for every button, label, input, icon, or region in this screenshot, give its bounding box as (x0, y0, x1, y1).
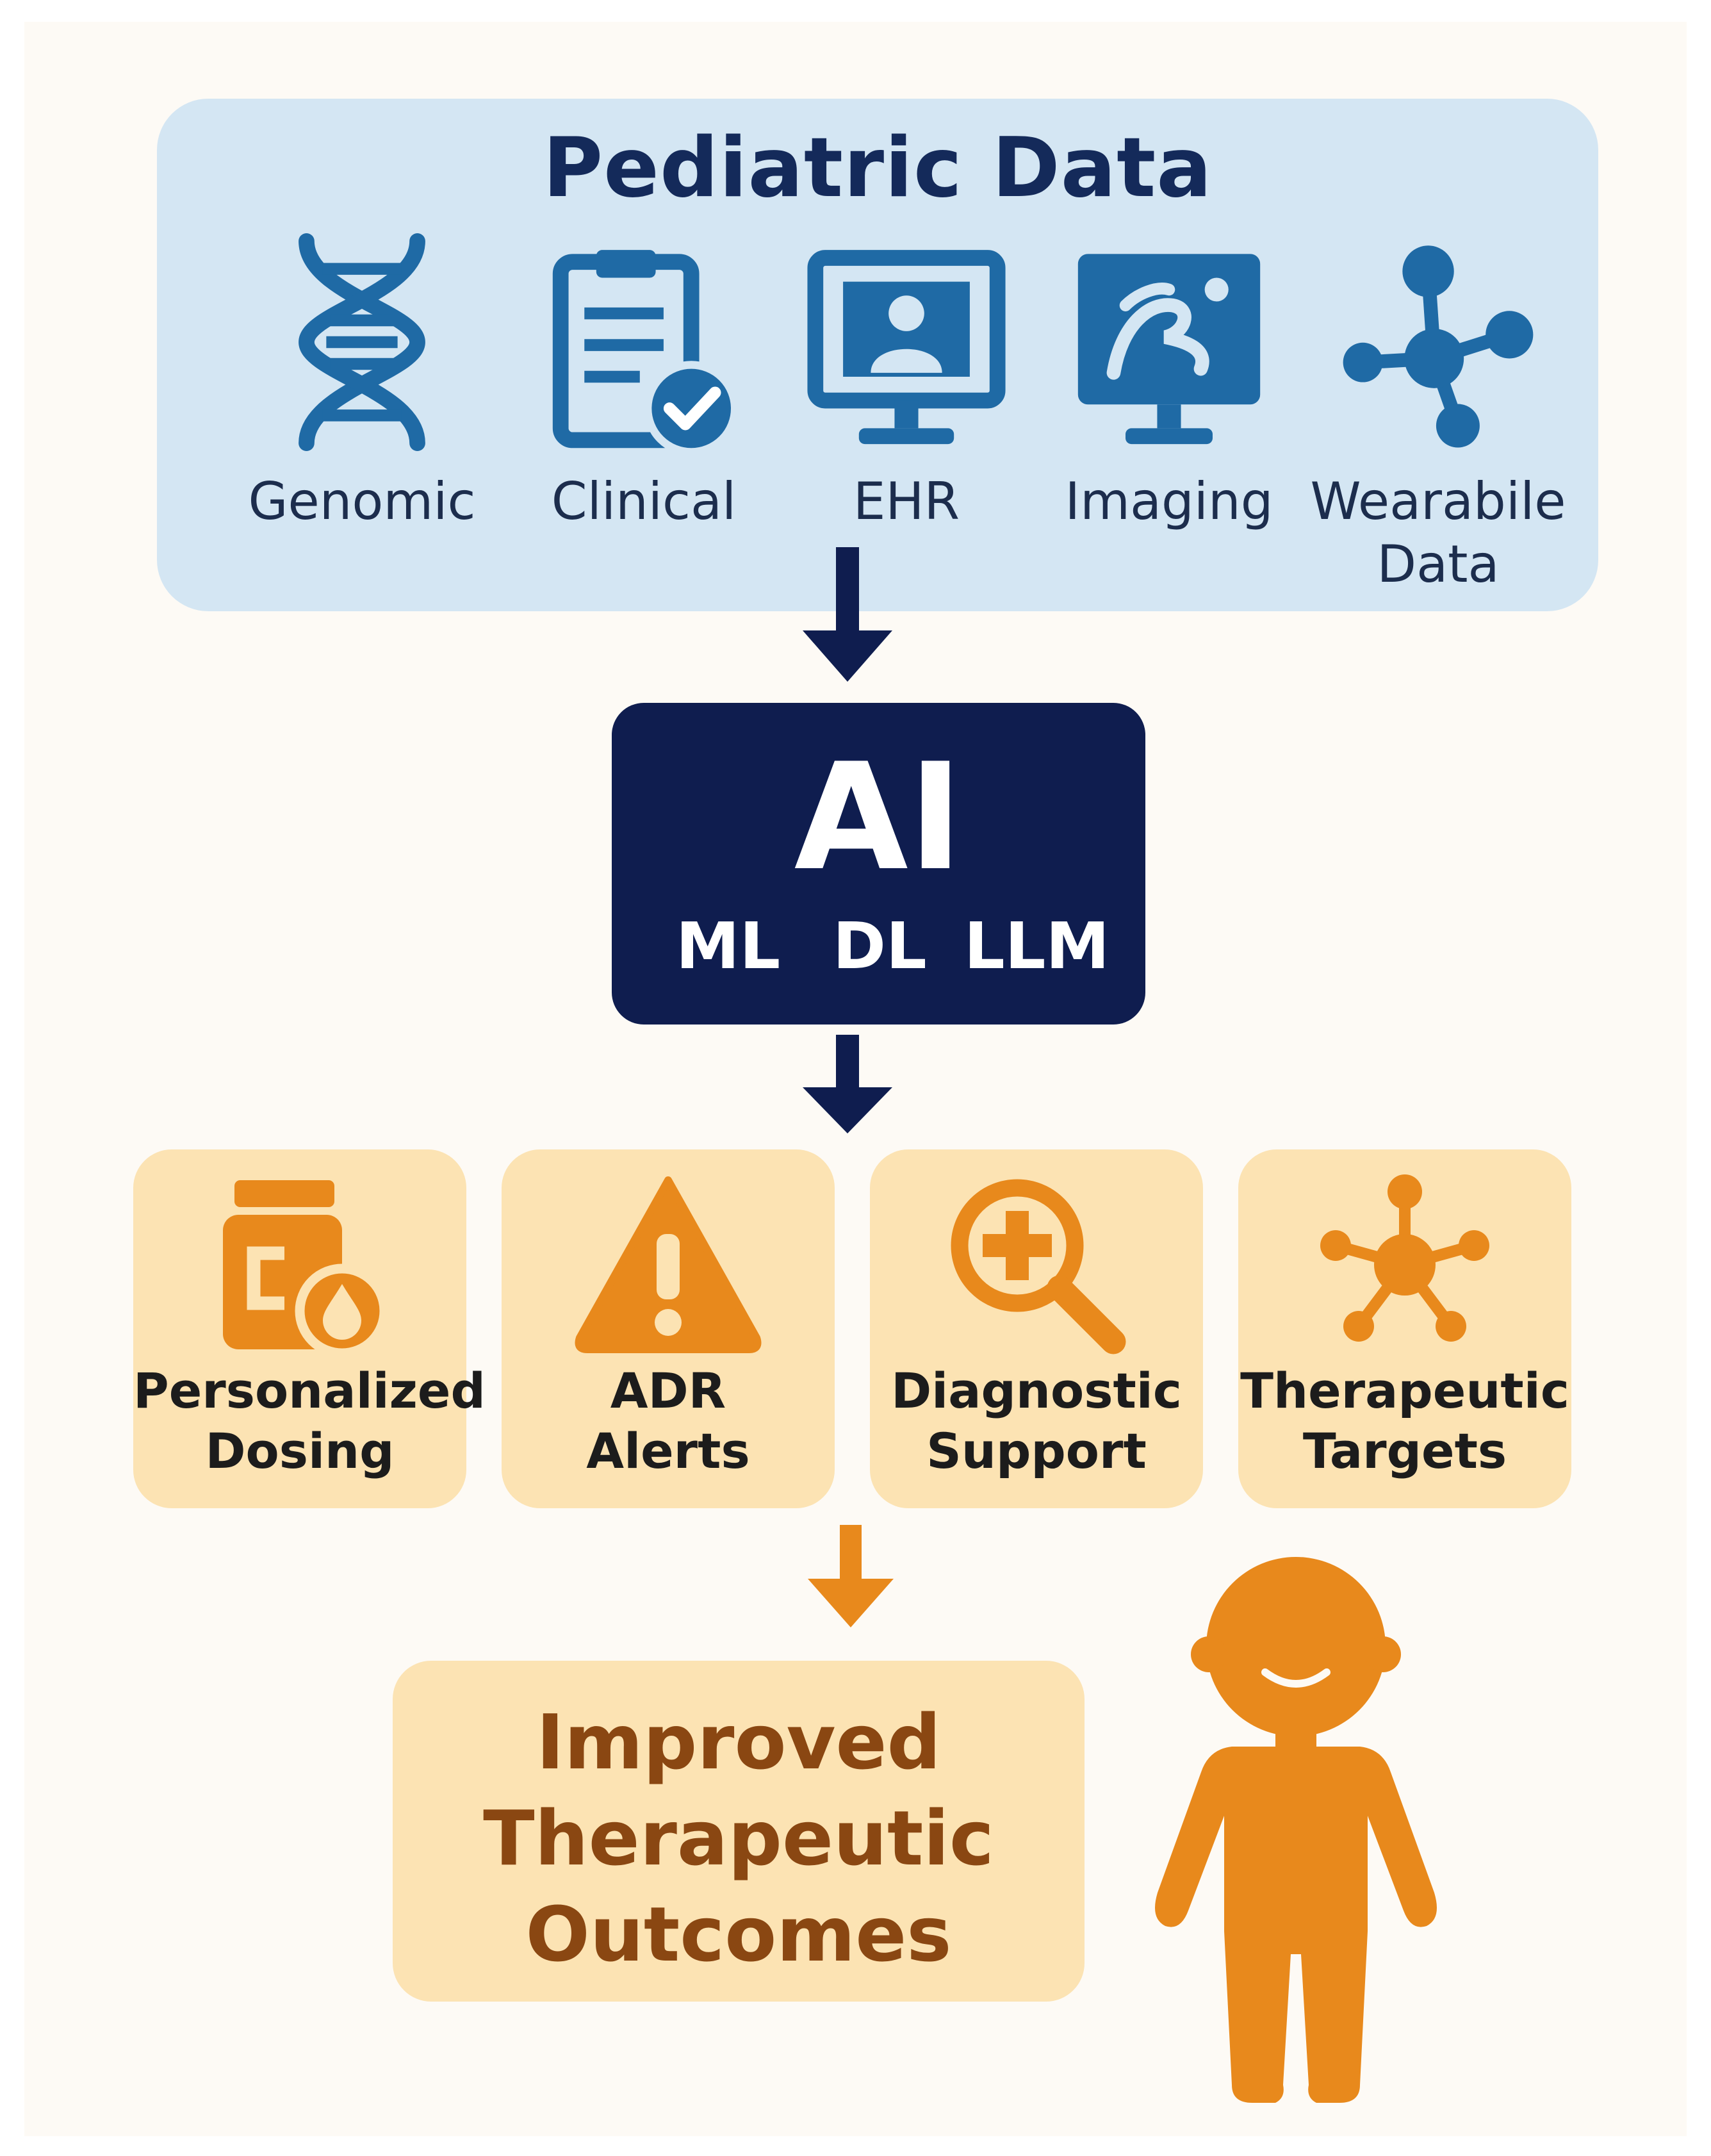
dna-icon (259, 233, 464, 451)
data-source-label-genomic: Genomic (248, 472, 476, 531)
ai-model-dl: DL (833, 909, 927, 983)
diagram-canvas: Pediatric Data Genomic (24, 22, 1687, 2136)
arrow-down-icon (803, 547, 892, 682)
pediatric-data-panel: Pediatric Data Genomic (157, 99, 1598, 611)
ai-title: AI (794, 732, 963, 903)
arrow-down-icon (808, 1525, 894, 1627)
ai-box: AI ML DL LLM (612, 703, 1145, 1025)
ai-model-llm: LLM (964, 909, 1109, 983)
data-panel-title: Pediatric Data (543, 120, 1213, 216)
network-nodes-icon (1336, 240, 1541, 457)
ai-model-ml: ML (676, 909, 781, 983)
ai-models: ML DL LLM (612, 908, 1145, 985)
imaging-scan-icon (1067, 246, 1272, 464)
monitor-patient-icon (804, 246, 1009, 464)
data-source-label-imaging: Imaging (1065, 472, 1273, 531)
medicine-bottle-icon (204, 1169, 396, 1361)
clipboard-check-icon (541, 246, 746, 464)
magnifier-plus-icon (940, 1169, 1133, 1361)
warning-icon (572, 1169, 764, 1361)
data-source-label-ehr: EHR (853, 472, 960, 531)
arrow-down-icon (803, 1035, 892, 1133)
child-figure-icon (1142, 1547, 1450, 2111)
data-source-label-clinical: Clinical (551, 472, 737, 531)
molecule-target-icon (1309, 1169, 1501, 1361)
